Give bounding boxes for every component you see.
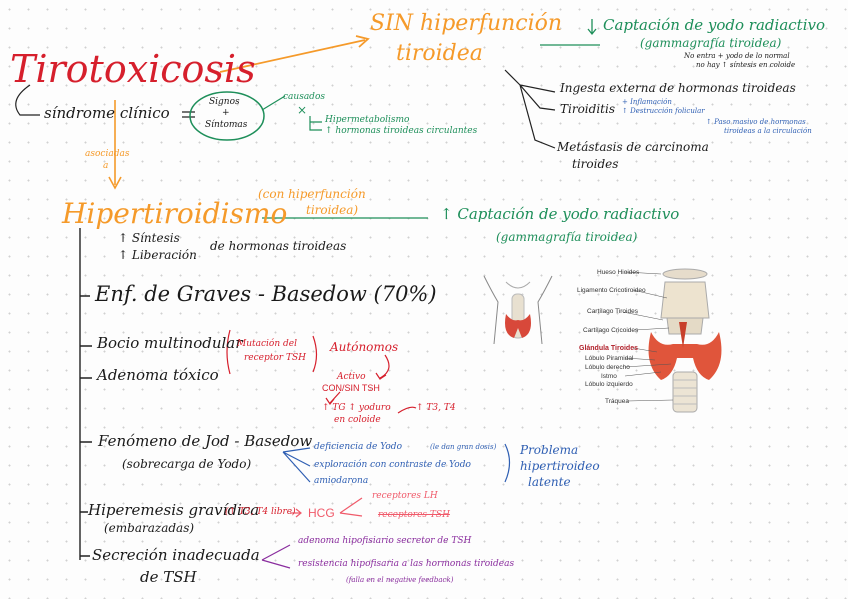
cause-metastasis: Metástasis de carcinoma xyxy=(557,140,709,154)
t3-t4-libre: (↑ T3, T4 libre) xyxy=(225,507,296,517)
problema-label: Problema xyxy=(520,443,579,457)
hipertiroidismo-title: Hipertiroidismo xyxy=(62,197,288,230)
hcg-label: HCG xyxy=(308,506,335,520)
asociadas-label: asociadas xyxy=(85,149,130,159)
hipermetabolismo: Hipermetabolismo xyxy=(325,115,410,125)
label-cartilago-cricoides: Cartílago Cricoides xyxy=(583,327,639,334)
thyroid-anatomy-diagram: Hueso Hioides Ligamento Cricotiroideo Ca… xyxy=(573,268,743,418)
amiodarona: amiodarona xyxy=(314,476,369,486)
tg-yoduro: ↑ TG ↑ yoduro xyxy=(322,403,391,413)
captacion-mid-line1: ↑ Captación de yodo radiactivo xyxy=(440,205,680,223)
embarazadas: (embarazadas) xyxy=(104,521,195,535)
signos-plus: + xyxy=(222,108,230,118)
graves-basedow: Enf. de Graves - Basedow (70%) xyxy=(95,282,437,306)
bocio-multinodular: Bocio multinodular xyxy=(97,334,243,352)
sin-hiperfuncion-line2: tiroidea xyxy=(396,41,483,66)
captacion-top-line2: (gammagrafía tiroidea) xyxy=(640,36,782,50)
autonomos-label: Autónomos xyxy=(330,340,399,354)
liberacion-label: ↑ Liberación xyxy=(118,248,197,262)
causados-label: causados xyxy=(283,92,325,102)
label-lobulo-izquierdo: Lóbulo izquierdo xyxy=(585,381,633,388)
latente-label: latente xyxy=(528,475,571,489)
cause-tiroides: tiroides xyxy=(572,157,619,171)
mutacion-line1: Mutación del xyxy=(237,339,297,349)
hiperemesis-gravidica: Hiperemesis gravídica xyxy=(88,501,260,519)
signos-label: Signos xyxy=(209,97,240,107)
adenoma-hipofisiario: adenoma hipofisiario secretor de TSH xyxy=(298,536,472,546)
mutacion-line2: receptor TSH xyxy=(244,353,306,363)
por-symbol: × xyxy=(297,103,308,117)
resistencia-hipofisaria: resistencia hipofisaria a las hormonas t… xyxy=(298,559,515,569)
tiroiditis-note3: ↑ Paso masivo de hormonas xyxy=(706,118,806,126)
label-glandula-tiroides: Glándula Tiroides xyxy=(579,345,638,352)
tiroiditis-note1: + Inflamación xyxy=(622,98,672,106)
sin-hiperfuncion-line1: SIN hiperfunción xyxy=(370,11,563,36)
sobrecarga-yodo: (sobrecarga de Yodo) xyxy=(122,457,252,471)
hipertiroideo-label: hipertiroideo xyxy=(520,459,600,473)
falla-negative-feedback: (falla en el negative feedback) xyxy=(346,576,454,584)
con-hiperfuncion-line2: tiroidea) xyxy=(306,203,359,217)
label-cartilago-tiroides: Cartílago Tiroides xyxy=(587,308,638,315)
tiroiditis-note4: tiroideas a la circulación xyxy=(724,127,812,135)
con-hiperfuncion-line1: (con hiperfunción xyxy=(258,187,366,201)
captacion-note1: No entra + yodo de lo normal xyxy=(684,52,790,60)
label-ligamento-cricotiroideo: Ligamento Cricotiroideo xyxy=(577,287,646,294)
le-dan-gran-dosis: (le dan gran dosis) xyxy=(430,443,497,451)
asociadas-a: a xyxy=(103,161,109,171)
jod-basedow-title: Fenómeno de Jod - Basedow xyxy=(98,432,313,450)
t3-t4-red: ↑ T3, T4 xyxy=(416,403,456,413)
label-istmo: Istmo xyxy=(601,373,617,380)
label-hueso-hioides: Hueso Hioides xyxy=(597,269,640,276)
hormonas-circulantes: ↑ hormonas tiroideas circulantes xyxy=(325,126,478,136)
adenoma-toxico: Adenoma tóxico xyxy=(97,366,219,384)
deficiencia-yodo: deficiencia de Yodo xyxy=(314,442,402,452)
tiroiditis-note2: ↑ Destrucción folicular xyxy=(622,107,705,115)
cause-ingesta: Ingesta externa de hormonas tiroideas xyxy=(560,81,796,95)
sintomas-label: Síntomas xyxy=(205,120,248,130)
captacion-mid-line2: (gammagrafía tiroidea) xyxy=(496,230,638,244)
captacion-top-line1: Captación de yodo radiactivo xyxy=(603,16,825,34)
cause-tiroiditis: Tiroiditis xyxy=(560,102,615,116)
con-sin-tsh: CON/SIN TSH xyxy=(322,383,380,393)
receptores-lh: receptores LH xyxy=(372,491,438,501)
title-tirotoxicosis: Tirotoxicosis xyxy=(10,47,256,91)
secrecion-inadecuada: Secreción inadecuada xyxy=(92,546,260,564)
neck-illustration xyxy=(483,275,553,345)
de-hormonas-tiroideas: de hormonas tiroideas xyxy=(210,239,347,253)
en-coloide: en coloide xyxy=(334,415,381,425)
label-lobulo-piramidal: Lóbulo Piramidal xyxy=(585,355,634,362)
label-lobulo-derecho: Lóbulo derecho xyxy=(585,364,630,371)
label-traquea: Tráquea xyxy=(605,398,629,405)
receptores-tsh: receptores TSH xyxy=(378,510,450,520)
activo-label: Activo xyxy=(337,372,366,382)
sindrome-clinico: síndrome clínico xyxy=(44,104,170,122)
de-tsh: de TSH xyxy=(140,568,197,586)
exploracion-contraste: exploración con contraste de Yodo xyxy=(314,460,471,470)
captacion-note2: no hay ↑ síntesis en coloide xyxy=(696,61,796,69)
sintesis-label: ↑ Síntesis xyxy=(118,231,180,245)
